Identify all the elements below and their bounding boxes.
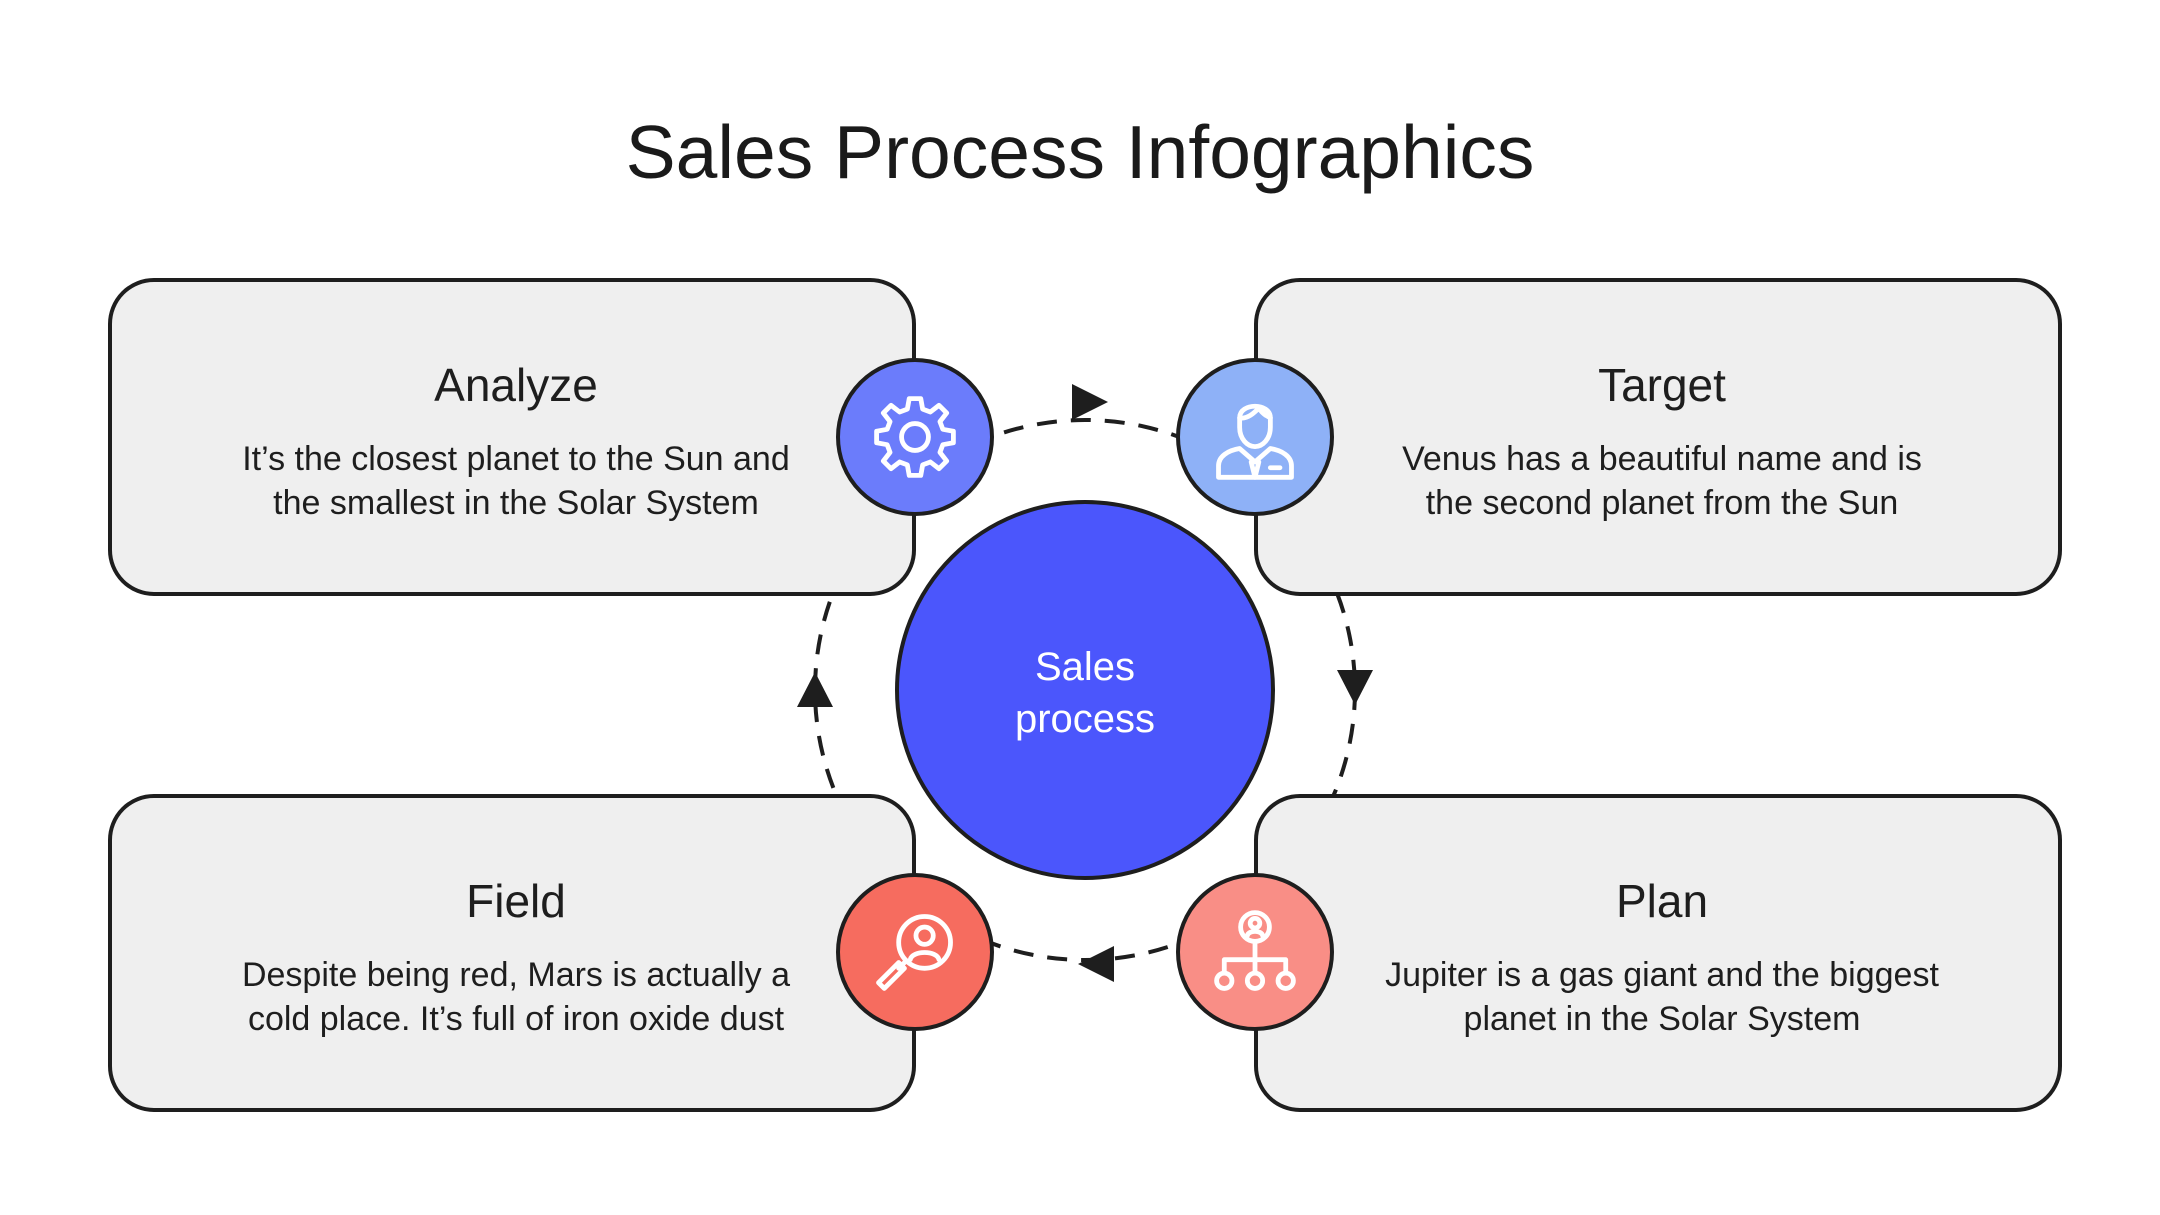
step-card-field: Field Despite being red, Mars is actuall… bbox=[108, 794, 916, 1112]
page-title: Sales Process Infographics bbox=[625, 110, 1535, 194]
gear-icon bbox=[874, 396, 956, 478]
field-icon-badge bbox=[836, 873, 994, 1031]
step-heading: Field bbox=[466, 875, 566, 927]
step-description: It’s the closest planet to the Sun and t… bbox=[242, 440, 790, 522]
search-person-icon bbox=[876, 914, 953, 991]
step-heading: Target bbox=[1598, 359, 1726, 411]
step-card-target: Target Venus has a beautiful name and is… bbox=[1254, 278, 2062, 596]
arrow-target-to-plan bbox=[1337, 670, 1373, 705]
step-heading: Analyze bbox=[434, 359, 598, 411]
plan-icon-badge bbox=[1176, 873, 1334, 1031]
org-hierarchy-icon bbox=[1214, 910, 1296, 991]
step-description: Venus has a beautiful name and is the se… bbox=[1402, 440, 1922, 522]
analyze-icon-badge bbox=[836, 358, 994, 516]
step-card-analyze: Analyze It’s the closest planet to the S… bbox=[108, 278, 916, 596]
target-icon-badge bbox=[1176, 358, 1334, 516]
arrow-plan-to-field bbox=[1078, 946, 1114, 982]
arrow-field-to-analyze bbox=[797, 672, 833, 707]
arrow-analyze-to-target bbox=[1072, 384, 1108, 420]
step-card-plan: Plan Jupiter is a gas giant and the bigg… bbox=[1254, 794, 2062, 1112]
step-heading: Plan bbox=[1615, 875, 1709, 927]
businessman-icon bbox=[1216, 403, 1294, 480]
step-description: Jupiter is a gas giant and the biggest p… bbox=[1385, 956, 1939, 1038]
center-hub: Sales process bbox=[895, 500, 1275, 880]
step-description: Despite being red, Mars is actually a co… bbox=[241, 956, 791, 1038]
center-label: Sales process bbox=[1014, 645, 1156, 741]
